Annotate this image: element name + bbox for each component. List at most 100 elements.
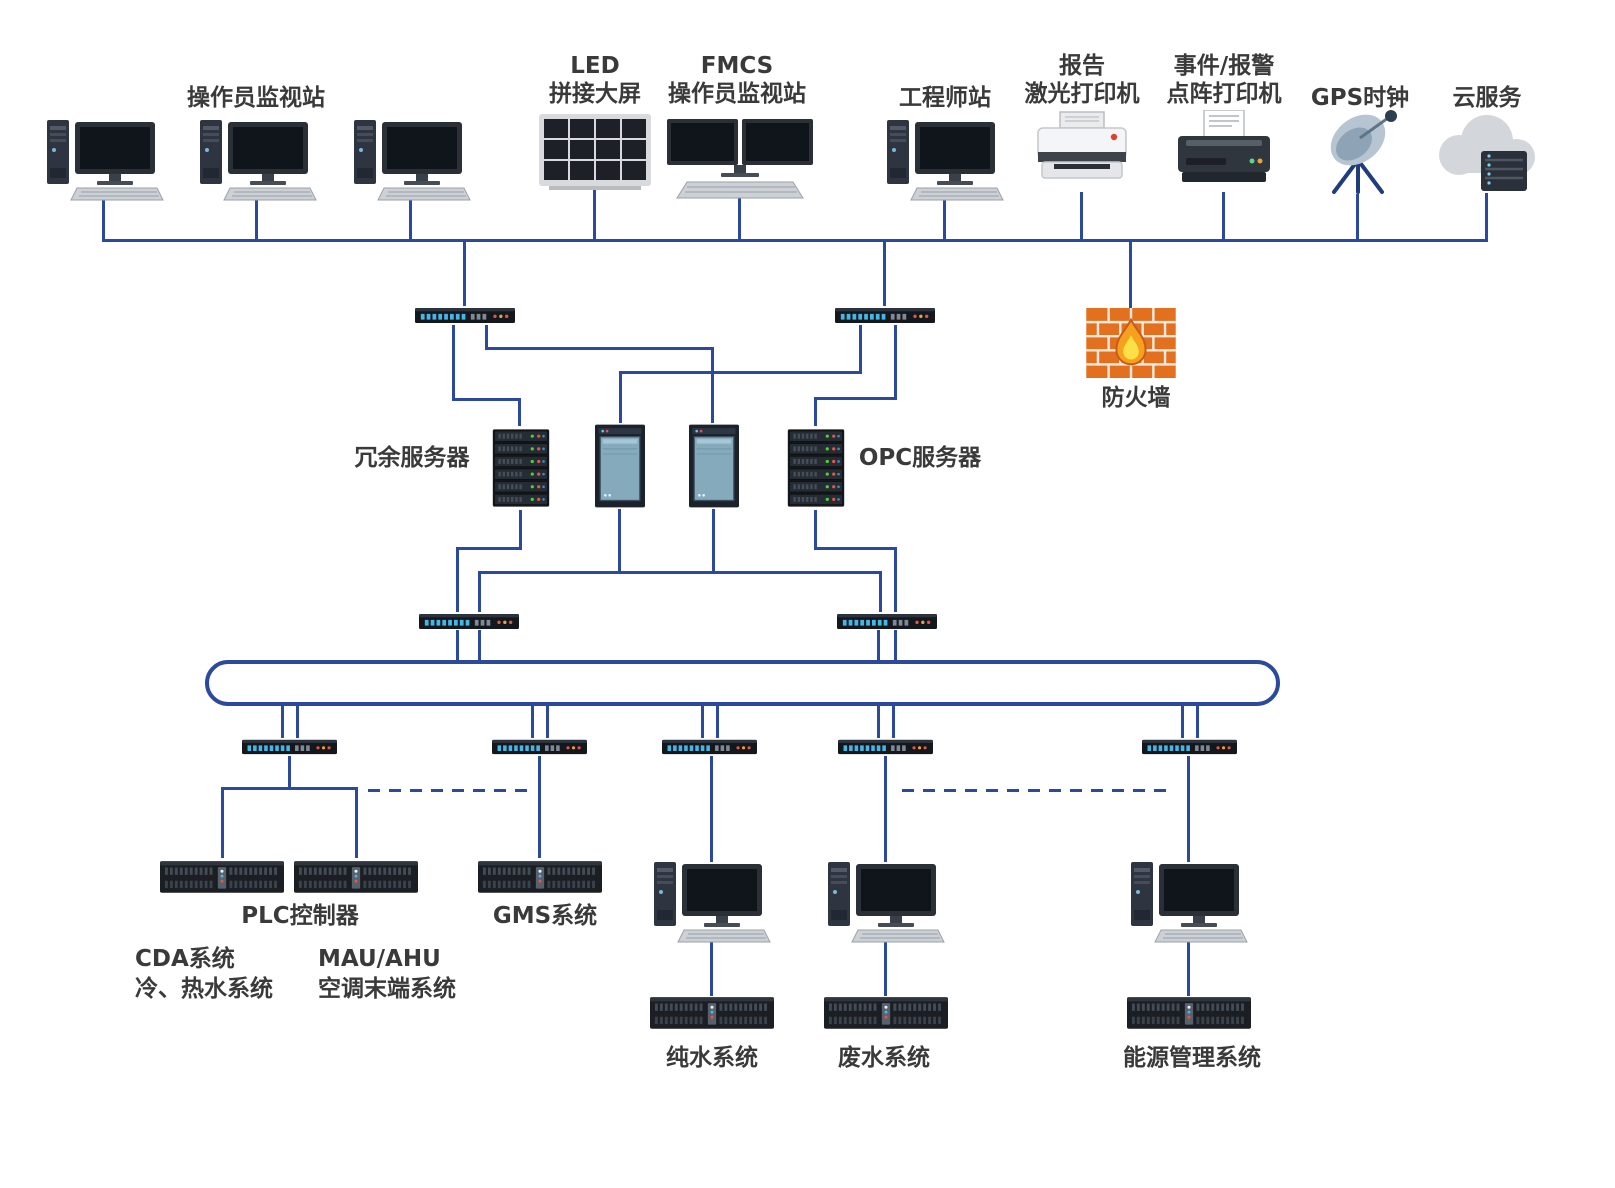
label-mau-ahu-system: MAU/AHU 空调末端系统 — [318, 946, 456, 1003]
gps-clock — [1314, 104, 1406, 196]
connector-line — [531, 704, 534, 738]
network-switch-icon — [837, 612, 937, 631]
label-cloud-service: 云服务 — [1452, 85, 1522, 111]
connector-line — [463, 242, 466, 306]
plc-rack-1 — [160, 858, 284, 896]
label-redundant-server: 冗余服务器 — [354, 445, 470, 471]
workstation-icon — [826, 860, 946, 944]
connector-line — [221, 787, 224, 858]
network-switch-icon — [1142, 738, 1237, 756]
connector-line — [877, 704, 880, 738]
connector-line — [892, 704, 895, 738]
energy-workstation — [1129, 860, 1249, 944]
redundant-server-rack — [492, 424, 550, 512]
server-cabinet-2 — [689, 421, 739, 511]
label-opc-server: OPC服务器 — [858, 445, 982, 471]
firewall-icon — [1086, 308, 1176, 378]
connector-line — [1129, 242, 1132, 308]
label-cda-system: CDA系统 冷、热水系统 — [135, 946, 273, 1003]
dashed-continuation-line — [902, 789, 1168, 792]
connector-line — [456, 547, 459, 612]
field-switch-3 — [662, 738, 757, 756]
connector-line — [1187, 756, 1190, 862]
event-alarm-dot-matrix-printer — [1174, 110, 1274, 194]
label-operator-station: 操作员监视站 — [187, 85, 325, 111]
connector-line — [452, 398, 520, 401]
label-engineer-station: 工程师站 — [899, 85, 991, 111]
gms-rack — [478, 858, 602, 896]
connector-line — [701, 704, 704, 738]
workstation-icon — [652, 860, 772, 944]
connector-line — [1196, 704, 1199, 738]
connector-line — [288, 756, 291, 788]
label-firewall: 防火墙 — [1101, 385, 1171, 411]
server-cabinet-icon — [689, 421, 739, 511]
connector-line — [452, 325, 455, 401]
connector-line — [456, 630, 459, 662]
fmcs-operator-station — [665, 116, 815, 200]
workstation-icon — [198, 118, 318, 202]
network-switch-icon — [419, 612, 519, 631]
connector-line — [519, 510, 522, 550]
connector-line — [456, 547, 522, 550]
dashed-continuation-line — [368, 789, 530, 792]
waste-water-workstation — [826, 860, 946, 944]
server-cabinet-icon — [595, 421, 645, 511]
network-switch-icon — [838, 738, 933, 756]
plc-rack-icon — [478, 858, 602, 896]
label-dot-matrix-printer: 事件/报警 点阵打印机 — [1166, 53, 1282, 108]
connector-line — [255, 200, 258, 242]
connector-line — [1356, 194, 1359, 242]
opc-server-rack — [787, 424, 845, 512]
connector-line — [546, 704, 549, 738]
led-wall-icon — [539, 114, 651, 190]
plc-rack-icon — [824, 994, 948, 1032]
connector-line — [710, 756, 713, 862]
plc-rack-icon — [294, 858, 418, 896]
connector-line — [1222, 192, 1225, 242]
connector-line — [884, 756, 887, 862]
connector-line — [618, 509, 621, 574]
connector-line — [879, 571, 882, 612]
connector-line — [478, 571, 882, 574]
workstation-icon — [352, 118, 472, 202]
connector-line — [1080, 192, 1083, 242]
label-waste-water-system: 废水系统 — [838, 1045, 930, 1071]
field-switch-2 — [492, 738, 587, 756]
connector-line — [814, 547, 897, 550]
connector-line — [102, 200, 105, 242]
label-laser-printer: 报告 激光打印机 — [1024, 53, 1140, 108]
cloud-service — [1431, 113, 1543, 197]
network-switch-icon — [242, 738, 337, 756]
cloud-server-icon — [1431, 113, 1543, 197]
server-rack-icon — [492, 424, 550, 512]
connector-line — [894, 547, 897, 612]
report-laser-printer — [1032, 110, 1132, 194]
operator-workstation-3 — [352, 118, 472, 202]
core-switch-right — [835, 306, 935, 325]
label-pure-water-system: 纯水系统 — [666, 1045, 758, 1071]
workstation-icon — [1129, 860, 1249, 944]
energy-io-rack — [1127, 994, 1251, 1032]
plc-rack-icon — [160, 858, 284, 896]
label-plc-controller: PLC控制器 — [241, 903, 359, 929]
connector-line — [859, 325, 862, 374]
server-rack-icon — [787, 424, 845, 512]
connector-line — [281, 704, 284, 738]
plc-rack-2 — [294, 858, 418, 896]
connector-line — [221, 787, 358, 790]
connector-line — [711, 347, 714, 423]
label-led-wall: LED 拼接大屏 — [549, 53, 641, 108]
field-switch-4 — [838, 738, 933, 756]
connector-line — [884, 940, 887, 996]
connector-line — [883, 242, 886, 306]
plc-rack-icon — [650, 994, 774, 1032]
connector-line — [716, 704, 719, 738]
connector-line — [478, 630, 481, 662]
led-video-wall — [539, 114, 651, 190]
waste-water-io-rack — [824, 994, 948, 1032]
dual-monitor-workstation-icon — [665, 116, 815, 200]
dot-matrix-printer-icon — [1174, 110, 1274, 194]
connector-line — [1485, 193, 1488, 242]
